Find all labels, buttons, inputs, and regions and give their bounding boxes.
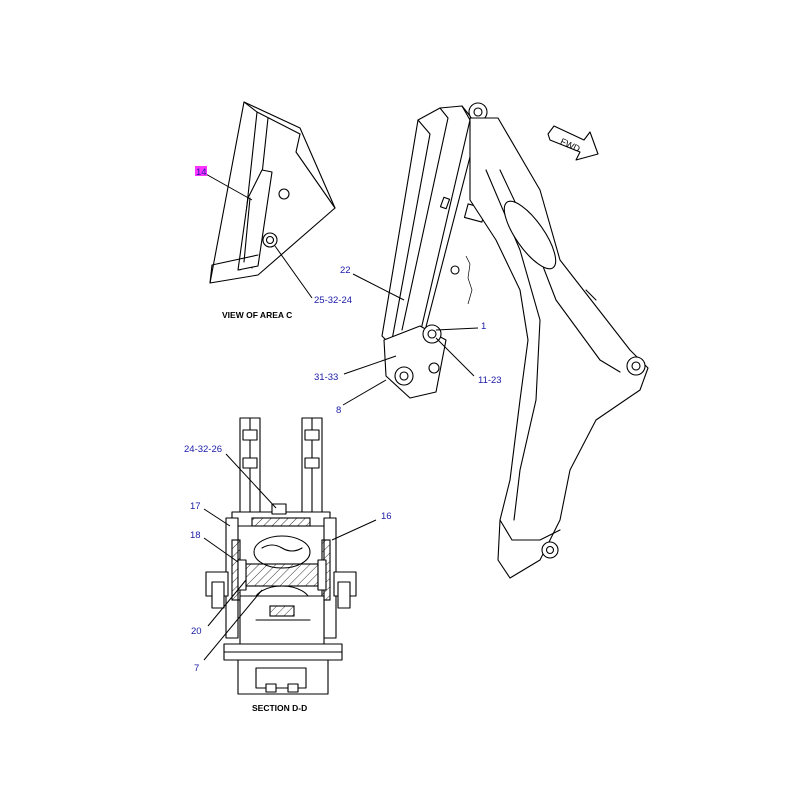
view-area-c-caption: VIEW OF AREA C xyxy=(222,310,292,320)
callout-24-32-26[interactable]: 24-32-26 xyxy=(184,444,222,455)
callout-25-32-24[interactable]: 25-32-24 xyxy=(314,295,352,306)
section-dd-drawing xyxy=(203,417,377,695)
callout-11-23[interactable]: 11-23 xyxy=(478,375,502,386)
callout-1[interactable]: 1 xyxy=(481,321,486,332)
callout-7[interactable]: 7 xyxy=(194,663,199,674)
part-14-highlight xyxy=(195,166,207,176)
callout-22[interactable]: 22 xyxy=(340,265,351,276)
view-area-c-drawing xyxy=(203,101,336,299)
callout-8[interactable]: 8 xyxy=(336,405,341,416)
callout-16[interactable]: 16 xyxy=(381,511,392,522)
callout-14[interactable]: 14 xyxy=(196,167,207,178)
callout-31-33[interactable]: 31-33 xyxy=(314,372,338,383)
callout-20[interactable]: 20 xyxy=(191,626,202,637)
callout-18[interactable]: 18 xyxy=(190,530,201,541)
section-dd-caption: SECTION D-D xyxy=(252,703,307,713)
callout-17[interactable]: 17 xyxy=(190,501,201,512)
boom-drawing xyxy=(342,102,649,579)
fwd-arrow: FWD xyxy=(547,125,599,161)
